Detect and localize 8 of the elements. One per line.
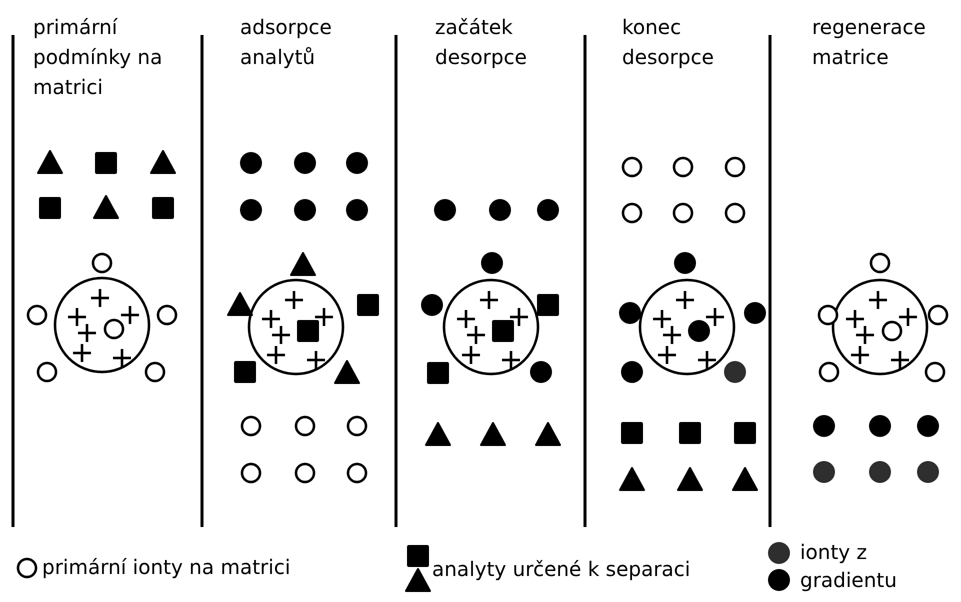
legend-label: primární ionty na matrici bbox=[42, 554, 292, 581]
stage-heading: konec desorpce bbox=[622, 14, 715, 71]
stage-heading: začátek desorpce bbox=[435, 14, 528, 71]
stage-heading: primární podmínky na matrici bbox=[33, 14, 164, 101]
legend-label: ionty z gradientu bbox=[800, 539, 898, 594]
legend-label: analyty určené k separaci bbox=[432, 556, 692, 583]
stage-heading: adsorpce analytů bbox=[240, 14, 333, 71]
stage-heading: regenerace matrice bbox=[812, 14, 927, 71]
